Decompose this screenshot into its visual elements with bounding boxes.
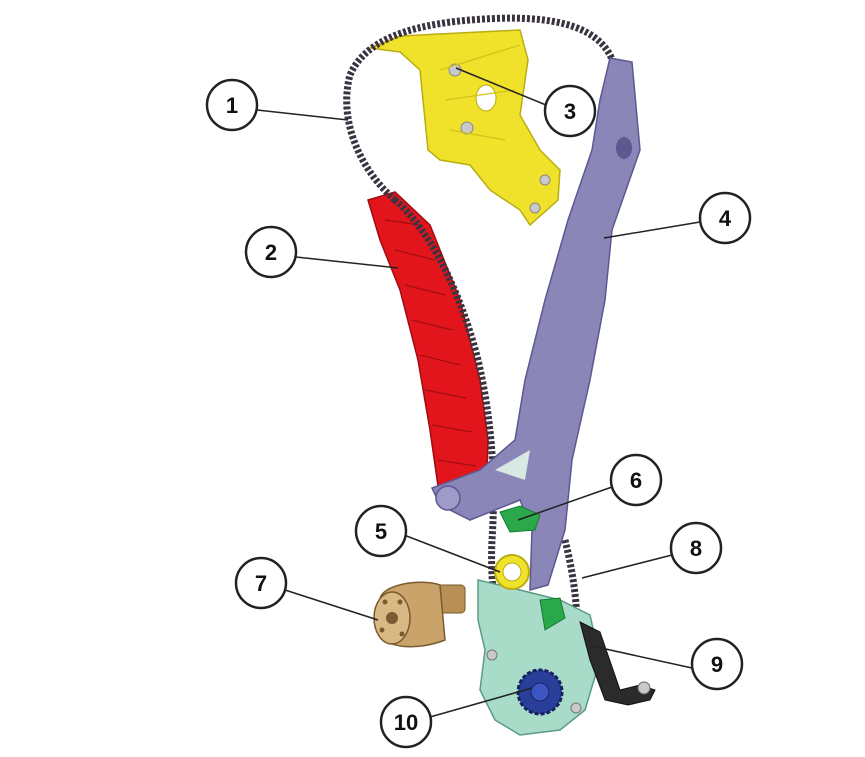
callout-3: 3: [543, 84, 597, 138]
leader-line-10: [429, 687, 533, 718]
leader-line-3: [455, 67, 547, 106]
callout-label: 3: [564, 99, 576, 124]
callout-2: 2: [244, 225, 298, 279]
callout-5: 5: [354, 504, 408, 558]
guide-rail-part: [367, 191, 489, 522]
callout-label: 7: [255, 571, 267, 596]
callout-label: 6: [630, 468, 642, 493]
callout-9: 9: [690, 637, 744, 691]
callout-label: 5: [375, 519, 387, 544]
callout-6: 6: [609, 453, 663, 507]
callout-8: 8: [669, 521, 723, 575]
leader-lines: [256, 67, 701, 718]
callout-label: 4: [719, 206, 732, 231]
callout-label: 10: [394, 710, 418, 735]
callout-10: 10: [379, 695, 433, 749]
callout-label: 8: [690, 536, 702, 561]
callout-1: 1: [205, 78, 259, 132]
callout-label: 1: [226, 93, 238, 118]
crank-sprocket-part: [516, 668, 564, 716]
callout-4: 4: [698, 191, 752, 245]
callout-label: 9: [711, 652, 723, 677]
leader-line-7: [284, 589, 379, 621]
leader-line-9: [591, 645, 693, 669]
leader-line-2: [295, 256, 399, 269]
bushing-part: [494, 554, 530, 590]
pulley-part: [373, 581, 466, 648]
callout-label: 2: [265, 240, 277, 265]
lower-tensioner-part: [579, 621, 656, 706]
callout-7: 7: [234, 556, 288, 610]
leader-line-5: [403, 534, 501, 573]
leader-line-8: [581, 554, 673, 579]
tensioner-rail-part: [430, 57, 641, 591]
leader-line-4: [603, 221, 701, 239]
leader-line-1: [256, 109, 349, 121]
lower-housing-part: [477, 579, 601, 736]
leader-line-6: [517, 486, 613, 521]
sprocket-cover-part: [367, 29, 561, 227]
